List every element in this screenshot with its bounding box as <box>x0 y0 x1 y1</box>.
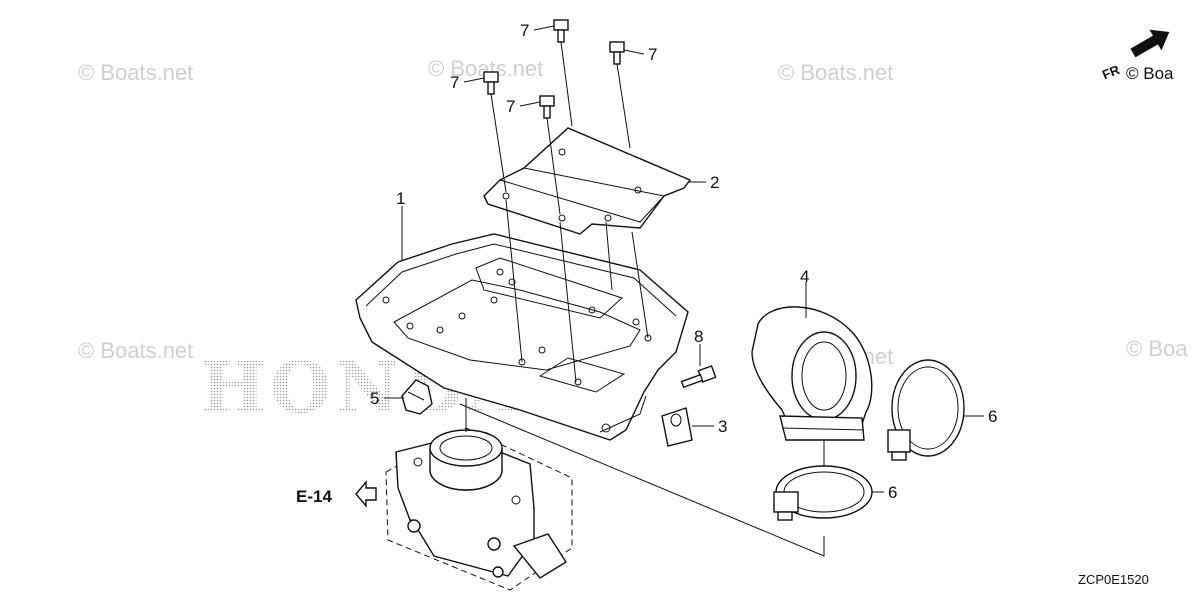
callout-leaders <box>384 25 984 493</box>
callout-3: 3 <box>718 417 727 436</box>
e-14-reference: E-14 <box>296 480 377 508</box>
callout-numbers: 1 2 3 4 5 6 6 7 7 7 7 8 <box>370 21 997 502</box>
front-direction-marker: FR © Boa <box>1100 29 1174 83</box>
callout-7: 7 <box>506 97 515 116</box>
part-7-bolts <box>483 19 649 383</box>
part-5-clip <box>401 379 433 415</box>
part-2-cover-plate <box>483 127 692 235</box>
callout-8: 8 <box>694 327 703 346</box>
part-1-base-plate <box>355 233 689 441</box>
callout-6: 6 <box>888 483 897 502</box>
boats-watermark: © Boats.net <box>78 338 193 363</box>
bolt-icon <box>553 19 569 43</box>
fr-label: FR <box>1100 62 1122 83</box>
part-4-elbow-hose <box>751 306 873 441</box>
callout-1: 1 <box>396 189 405 208</box>
callout-4: 4 <box>800 267 809 286</box>
callout-6: 6 <box>988 407 997 426</box>
bolt-icon <box>609 41 625 65</box>
callout-7: 7 <box>648 45 657 64</box>
part-3-grommet <box>661 407 693 447</box>
part-8-bolt <box>680 365 717 389</box>
reference-label: E-14 <box>296 487 332 506</box>
part-6-hose-clamp-lower <box>773 465 873 521</box>
part-6-hose-clamp-upper <box>887 359 965 461</box>
bolt-icon <box>539 95 555 119</box>
boats-watermark: © Boats.net <box>778 60 893 85</box>
callout-2: 2 <box>710 173 719 192</box>
boats-watermark: © Boa <box>1126 336 1188 361</box>
arrow-left-icon <box>355 480 377 508</box>
diagram-code: ZCP0E1520 <box>1078 572 1149 587</box>
throttle-body-reference <box>385 398 573 591</box>
callout-5: 5 <box>370 389 379 408</box>
callout-7: 7 <box>450 73 459 92</box>
boats-watermark: © Boa <box>1126 64 1174 83</box>
arrow-right-icon <box>1130 29 1170 58</box>
bolt-icon <box>483 71 499 95</box>
boats-watermark: © Boats.net <box>78 60 193 85</box>
callout-7: 7 <box>520 21 529 40</box>
